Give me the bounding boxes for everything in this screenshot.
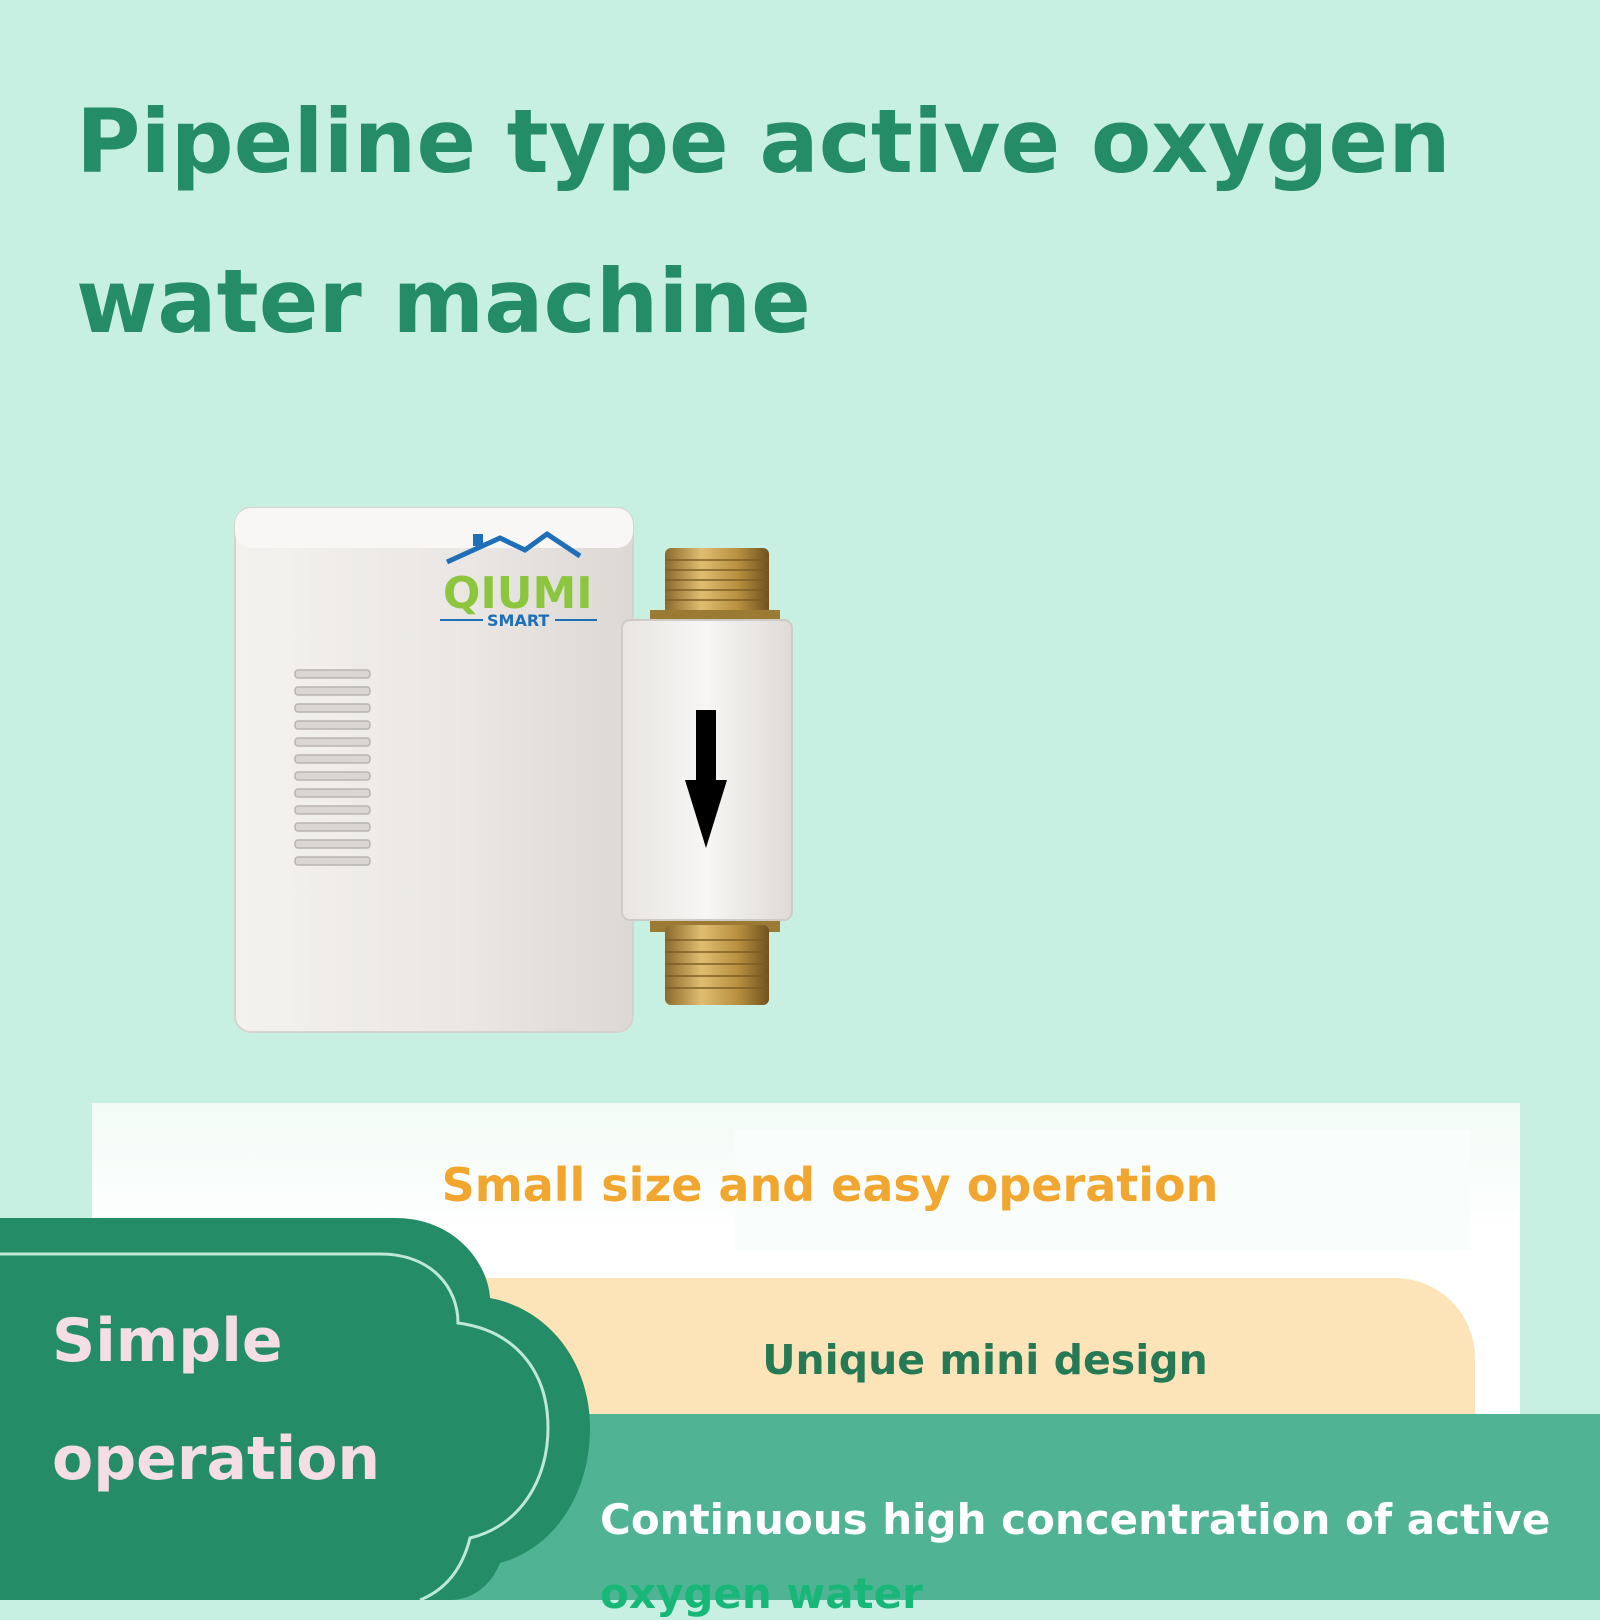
vent-slots xyxy=(294,669,371,866)
badge-label: Simple operation xyxy=(52,1306,381,1494)
feature-continuous-oxygen: Continuous high concentration of active xyxy=(600,1495,1551,1544)
svg-text:QIUMI: QIUMI xyxy=(443,568,593,619)
feature-card-highlight xyxy=(735,1130,1470,1250)
page-title: Pipeline type active oxygen water machin… xyxy=(76,90,1451,353)
feature-small-size: Small size and easy operation xyxy=(441,1158,1219,1212)
product-image: QIUMI SMART xyxy=(234,507,793,1033)
brand-logo: QIUMI SMART xyxy=(440,530,597,630)
feature-mini-design: Unique mini design xyxy=(762,1336,1208,1384)
feature-continuous-oxygen-cont: oxygen water xyxy=(600,1569,923,1618)
brass-fitting-top xyxy=(650,548,780,630)
flow-arrow-icon xyxy=(685,710,727,848)
feature-card-peach xyxy=(470,1278,1475,1433)
badge-cloud xyxy=(0,1218,590,1600)
svg-text:SMART: SMART xyxy=(487,611,549,630)
brass-fitting-bottom xyxy=(650,910,780,1005)
